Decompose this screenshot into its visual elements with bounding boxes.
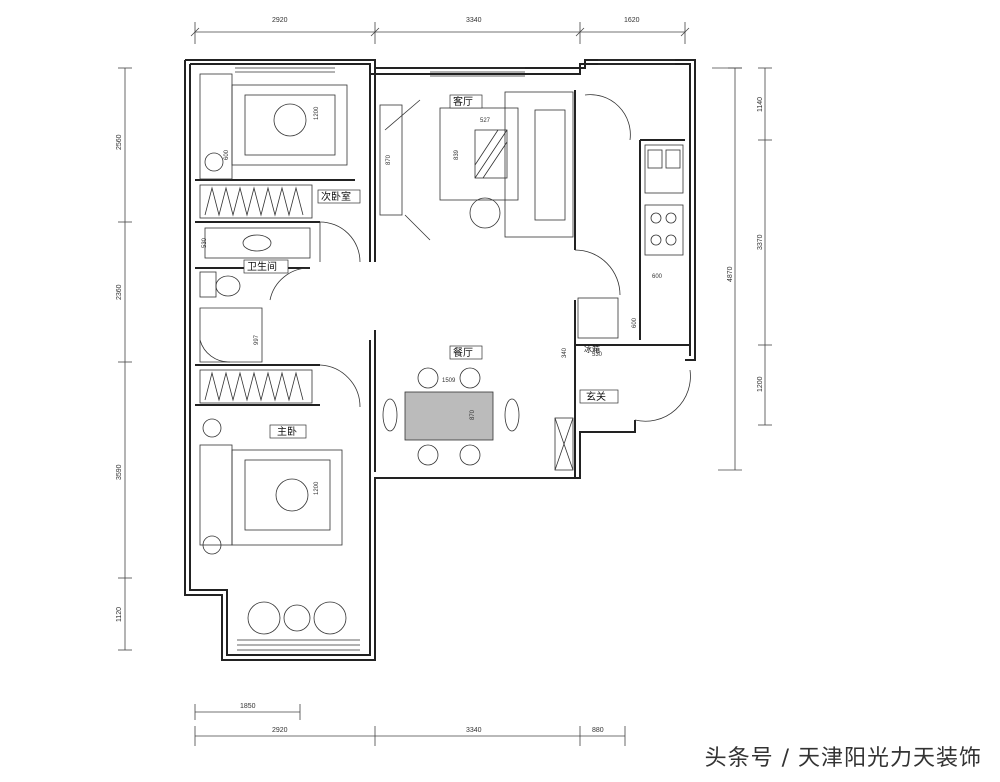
dim-bottom-2: 3340 [466,727,482,734]
dim-dining-table: 1509 [442,378,456,384]
dim-bottom-3: 880 [592,727,604,734]
dim-top-2: 3340 [466,17,482,24]
dim-top-3: 1620 [624,17,640,24]
room-master-bedroom: 主卧 [277,425,297,438]
dim-left-2: 2360 [116,284,123,300]
room-entrance: 玄关 [586,390,606,403]
dim-fridge-side: 340 [562,347,568,358]
dim-night-stand: 600 [224,149,230,160]
dim-bath-basin: 530 [202,237,208,248]
dim-tv-wall: 870 [386,154,392,165]
dim-sofa-table: 527 [480,118,491,124]
dim-kitchen-a: 600 [652,274,663,280]
dim-right-2: 3370 [757,234,764,250]
room-second-bedroom: 次卧室 [321,190,351,203]
dim-left-4: 1120 [116,607,123,622]
dim-master-bed: 1200 [314,481,320,495]
dim-kitchen-b: 600 [632,317,638,328]
dim-left-3: 3590 [116,464,123,480]
room-fridge: 冰箱 [584,344,600,354]
dim-top-1: 2920 [272,17,288,24]
watermark: 头条号 / 天津阳光力天装饰 [704,746,982,771]
dim-second-bed: 1200 [314,106,320,120]
dim-right-3: 1200 [757,376,764,392]
room-dining: 餐厅 [453,346,473,359]
dim-living-rug: 839 [454,149,460,160]
dim-right-total: 4870 [727,266,734,282]
dim-shower: 997 [254,334,260,345]
dim-bottom-inner: 1850 [240,703,256,710]
room-bathroom: 卫生间 [247,260,277,273]
dim-left-1: 2560 [116,134,123,150]
dim-fridge: 530 [592,352,603,358]
dim-bottom-1: 2920 [272,727,288,734]
dim-right-1: 1140 [757,97,764,112]
dim-dining-depth: 870 [470,409,476,420]
room-living: 客厅 [453,95,473,108]
